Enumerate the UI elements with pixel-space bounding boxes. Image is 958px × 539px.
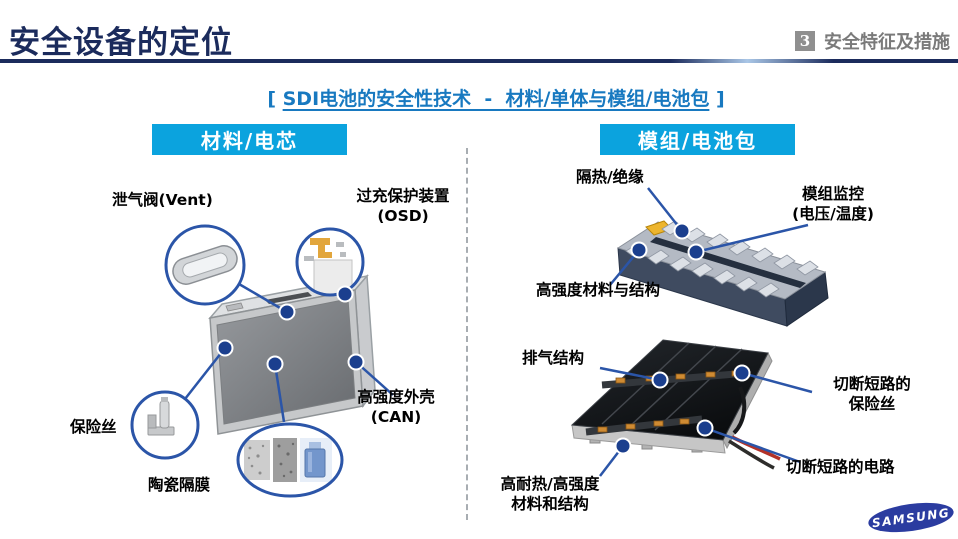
right-section-header: 模组/电池包 <box>600 124 795 155</box>
label-venting: 排气结构 <box>522 349 585 367</box>
label-osd-line1: 过充保护装置 <box>356 187 450 205</box>
module-diagram <box>609 187 829 327</box>
label-insulation: 隔热/绝缘 <box>576 168 644 186</box>
subtitle-open-bracket: [ <box>267 88 283 110</box>
module-callout-dots <box>630 222 705 261</box>
pack-leader-lines <box>599 366 813 477</box>
page-title: 安全设备的定位 <box>9 25 233 61</box>
label-separator: 陶瓷隔膜 <box>148 476 211 494</box>
samsung-logo-text: SAMSUNG <box>871 505 951 530</box>
subtitle-text: SDI电池的安全性技术 - 材料/单体与模组/电池包 <box>282 88 710 110</box>
vent-icon <box>164 224 246 306</box>
cell-diagram <box>130 224 394 498</box>
label-pack-circuit: 切断短路的电路 <box>786 458 895 476</box>
pack-image <box>570 339 781 470</box>
column-divider <box>466 148 468 520</box>
label-module-monitor-line1: 模组监控 <box>801 185 864 203</box>
label-pack-material-line1: 高耐热/高强度 <box>500 475 600 493</box>
left-section-header: 材料/电芯 <box>152 124 347 155</box>
osd-icon <box>295 227 365 297</box>
fuse-icon <box>130 390 200 460</box>
pack-diagram <box>570 339 813 477</box>
label-can-line1: 高强度外壳 <box>357 388 435 406</box>
module-image <box>616 220 829 327</box>
label-module-monitor: 模组监控 (电压/温度) <box>768 184 898 224</box>
samsung-logo: SAMSUNG <box>866 498 956 537</box>
subtitle: [ SDI电池的安全性技术 - 材料/单体与模组/电池包 ] <box>0 84 958 111</box>
label-pack-fuse: 切断短路的 保险丝 <box>812 374 932 414</box>
label-vent: 泄气阀(Vent) <box>112 191 213 209</box>
label-fuse: 保险丝 <box>70 418 117 436</box>
label-module-monitor-line2: (电压/温度) <box>792 205 874 224</box>
label-pack-fuse-line2: 保险丝 <box>848 395 896 414</box>
label-can: 高强度外壳 (CAN) <box>338 387 454 427</box>
subtitle-close-bracket: ] <box>709 88 725 110</box>
label-pack-fuse-line1: 切断短路的 <box>833 375 911 393</box>
cell-callout-dots <box>216 285 365 373</box>
section-indicator: 3 安全特征及措施 <box>795 28 950 54</box>
section-label: 安全特征及措施 <box>824 32 950 53</box>
label-osd-line2: (OSD) <box>377 207 429 226</box>
title-underline <box>0 59 958 63</box>
section-number-badge: 3 <box>795 31 815 51</box>
label-pack-material-line2: 材料和结构 <box>511 495 589 514</box>
separator-icon <box>236 422 344 498</box>
label-pack-material: 高耐热/高强度 材料和结构 <box>487 474 613 514</box>
label-osd: 过充保护装置 (OSD) <box>336 186 470 226</box>
label-can-line2: (CAN) <box>370 408 422 427</box>
label-module-strength: 高强度材料与结构 <box>536 281 661 299</box>
pack-callout-dots <box>614 364 751 455</box>
